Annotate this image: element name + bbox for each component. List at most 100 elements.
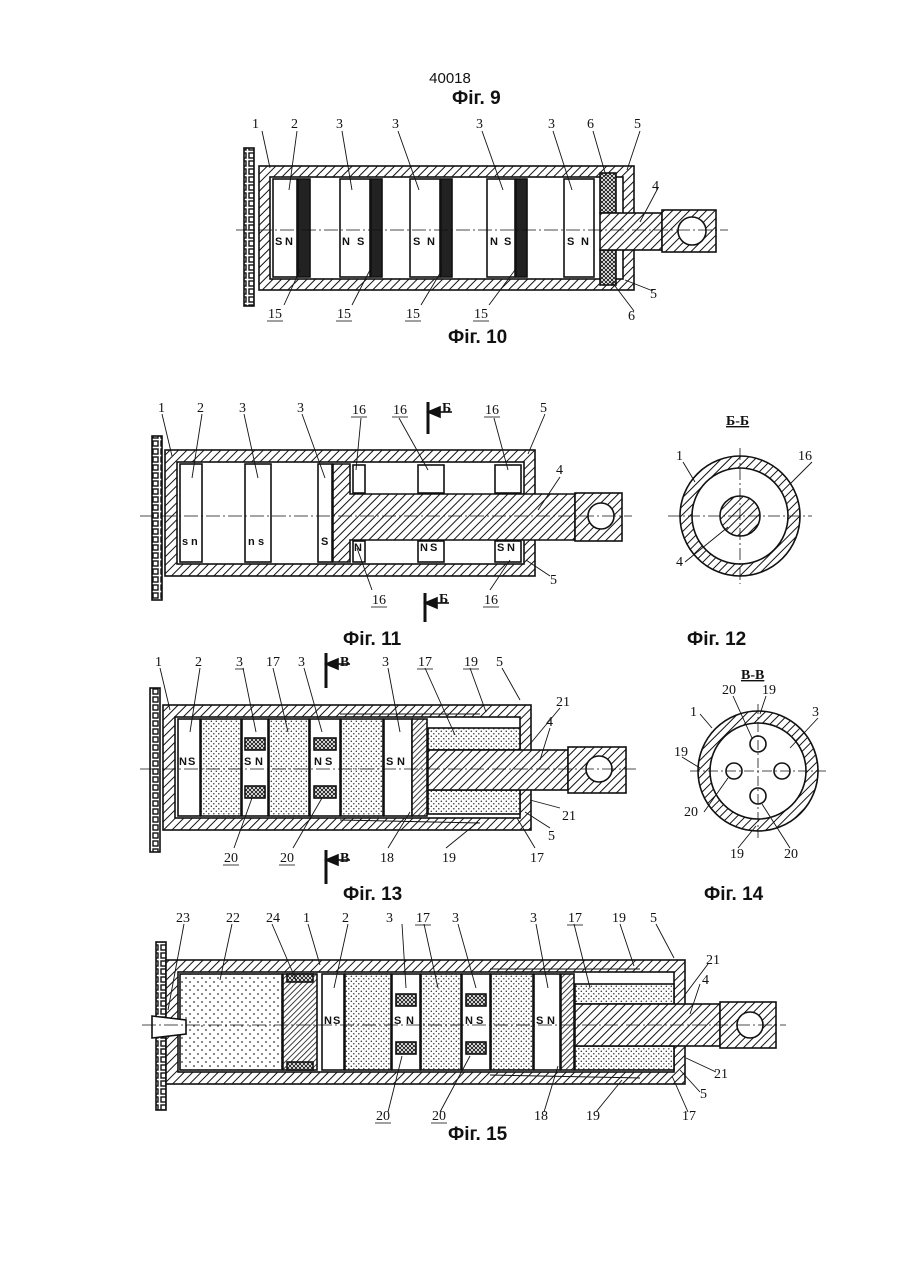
magnet-16	[353, 465, 365, 493]
ref-numeral: 1	[303, 911, 310, 926]
pole-letter: S	[325, 756, 332, 768]
ref-numeral: 17	[266, 655, 280, 670]
ref-numeral: 2	[197, 401, 204, 416]
ref-numeral: 4	[652, 179, 659, 194]
wall-mount	[152, 436, 162, 600]
ref-numeral: 4	[702, 973, 709, 988]
ferrite-20	[314, 786, 336, 798]
pole-letter: S	[536, 1015, 543, 1027]
magnet-3	[340, 179, 370, 277]
ref-numeral: 2	[342, 911, 349, 926]
ref-numeral: 4	[556, 463, 563, 478]
ref-numeral: 5	[634, 117, 641, 132]
filler-17	[428, 728, 520, 750]
ref-numeral: 19	[442, 851, 456, 866]
ref-numeral: 3	[236, 655, 243, 670]
ref-numeral: 3	[530, 911, 537, 926]
spacer-15	[441, 179, 452, 277]
ref-numeral: 16	[798, 449, 812, 464]
ref-numeral: 3	[812, 705, 819, 720]
ref-numeral: 16	[484, 593, 498, 608]
ref-numeral: 16	[352, 403, 366, 418]
ref-numeral: 20	[280, 851, 294, 866]
ref-numeral: 15	[337, 307, 351, 322]
ref-numeral: 4	[676, 555, 683, 570]
ref-numeral: 3	[336, 117, 343, 132]
ref-numeral: 17	[530, 851, 544, 866]
piston-18	[412, 719, 427, 816]
ref-numeral: 23	[176, 911, 190, 926]
filler-17	[269, 719, 309, 816]
ref-numeral: 19	[762, 683, 776, 698]
ref-numeral: 6	[587, 117, 594, 132]
ref-numeral: 3	[386, 911, 393, 926]
ref-numeral: 5	[496, 655, 503, 670]
ref-numeral: 3	[382, 655, 389, 670]
ref-numeral: 3	[392, 117, 399, 132]
ref-numeral: 19	[730, 847, 744, 862]
ref-numeral: 2	[195, 655, 202, 670]
ferrite-20	[396, 1042, 416, 1054]
figure-12-drawing	[668, 448, 812, 584]
ref-numeral: 5	[650, 911, 657, 926]
section-title-fig12: Б-Б	[726, 414, 749, 429]
ref-numeral: 20	[224, 851, 238, 866]
magnet-pole-letters: SNNSSNNSSNsnnsSNNSSNNSSNNSSNNSSNNSSN	[179, 236, 589, 1027]
rod-eye-hole	[678, 217, 706, 245]
ref-numeral: 17	[416, 911, 430, 926]
ref-numeral: 17	[568, 911, 582, 926]
ref-numeral: 22	[226, 911, 240, 926]
valve-23	[152, 1016, 186, 1038]
pole-letter: N	[427, 236, 435, 248]
magnet-3	[410, 179, 440, 277]
ref-numeral: 16	[485, 403, 499, 418]
pole-letter: N	[324, 1015, 332, 1027]
pole-letter: S	[497, 542, 504, 554]
chamber-22	[180, 974, 282, 1070]
section-title-fig14: В-В	[741, 668, 764, 683]
filler-17	[201, 719, 241, 816]
ref-numeral: 19	[586, 1109, 600, 1124]
figure-15-drawing	[142, 942, 786, 1110]
ref-numeral: 17	[682, 1109, 696, 1124]
pole-letter: s	[182, 536, 188, 548]
ref-numeral: 15	[406, 307, 420, 322]
section-arrow-top	[428, 407, 440, 417]
ref-numeral: 1	[676, 449, 683, 464]
ref-numeral: 1	[155, 655, 162, 670]
pole-letter: N	[354, 542, 362, 554]
ferrite-20	[396, 994, 416, 1006]
ferrite-20	[466, 994, 486, 1006]
pole-letter: N	[255, 756, 263, 768]
ref-numeral: 1	[158, 401, 165, 416]
pole-letter: S	[244, 756, 251, 768]
figure-13-drawing	[140, 653, 636, 884]
ref-numeral: 19	[612, 911, 626, 926]
filler-17	[491, 974, 533, 1070]
section-mark-fig13-top: В	[340, 655, 349, 670]
pole-letter: S	[333, 1015, 340, 1027]
pole-letter: N	[342, 236, 350, 248]
ferrite-20	[466, 1042, 486, 1054]
magnet-16	[418, 465, 444, 493]
pole-letter: N	[465, 1015, 473, 1027]
ref-numeral: 3	[476, 117, 483, 132]
filler-17	[421, 974, 461, 1070]
pole-letter: N	[507, 542, 515, 554]
wall-mount	[150, 688, 160, 852]
ref-numeral: 3	[297, 401, 304, 416]
filler-17	[575, 1046, 674, 1070]
ref-numeral: 1	[690, 705, 697, 720]
pole-letter: S	[394, 1015, 401, 1027]
magnet-3	[564, 179, 594, 277]
diaphragm-24	[283, 974, 317, 1070]
ref-numeral: 5	[700, 1087, 707, 1102]
ref-numeral: 3	[298, 655, 305, 670]
pole-letter: N	[581, 236, 589, 248]
ref-numeral: 21	[706, 953, 720, 968]
ref-numeral: 15	[474, 307, 488, 322]
ref-numeral: 5	[540, 401, 547, 416]
ref-numeral: 4	[546, 715, 553, 730]
pole-letter: n	[248, 536, 255, 548]
